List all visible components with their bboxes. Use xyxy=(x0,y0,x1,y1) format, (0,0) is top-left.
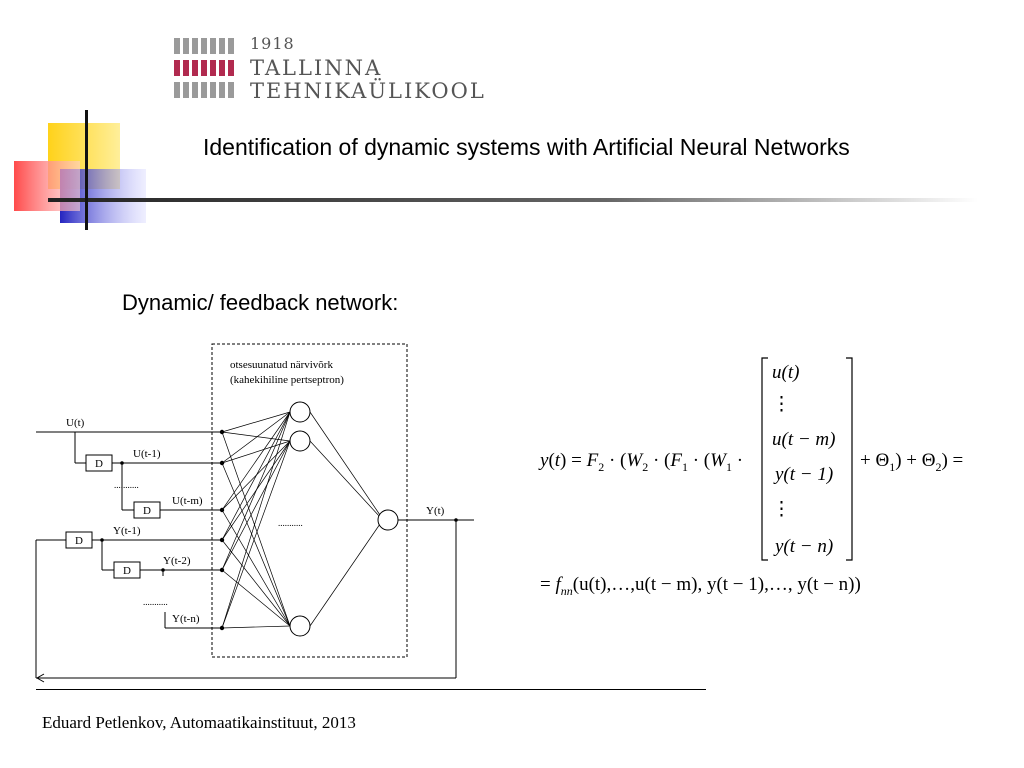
delay-block-um xyxy=(133,501,161,519)
vector-entry: u(t) xyxy=(772,362,799,383)
footer-credit: Eduard Petlenkov, Automaatikainstituut, … xyxy=(42,713,356,732)
delay-label: D xyxy=(123,565,131,577)
slide-title: Identification of dynamic systems with A… xyxy=(203,134,850,160)
red-square xyxy=(14,161,80,211)
output-neuron xyxy=(377,509,399,531)
neurons xyxy=(289,401,399,637)
signal-label-y-tn: Y(t-n) xyxy=(172,613,200,625)
vector-entry: u(t − m) xyxy=(772,429,835,450)
equation-line2: = fnn(u(t),…,u(t − m), y(t − 1),…, y(t −… xyxy=(540,574,861,598)
hidden-neuron xyxy=(289,430,311,452)
section-subtitle: Dynamic/ feedback network: xyxy=(122,290,399,315)
hidden-neuron xyxy=(289,401,311,423)
network-box-label-line1: otsesuunatud närvivõrk xyxy=(230,359,333,371)
signal-label-u-t1: U(t-1) xyxy=(133,448,161,460)
vector-bracket-left xyxy=(761,357,768,561)
delay-block-y2 xyxy=(113,561,141,579)
vector-entry: y(t − 1) xyxy=(773,464,833,485)
vector-entry: ⋮ xyxy=(772,394,791,415)
logo-year: 1918 xyxy=(250,34,295,53)
signal-label-u-t: U(t) xyxy=(66,417,85,429)
logo-bars-middle xyxy=(174,60,234,76)
equation-line1-rhs: + Θ1) + Θ2) = xyxy=(860,450,963,474)
ellipsis-dots: ........... xyxy=(114,480,139,490)
feedforward-network-box xyxy=(211,343,408,658)
vector-bracket-right xyxy=(846,357,853,561)
network-connections xyxy=(221,411,381,629)
equation: u(t) ⋮ u(t − m) y(t − 1) ⋮ y(t − n) y(t)… xyxy=(538,357,963,598)
header-divider-line xyxy=(48,198,978,202)
signal-label-y-t2: Y(t-2) xyxy=(163,555,191,567)
signal-label-y-t1: Y(t-1) xyxy=(113,525,141,537)
delay-label: D xyxy=(75,535,83,547)
signal-label-y-out: Y(t) xyxy=(426,505,445,517)
network-box-label-line2: (kahekihiline pertseptron) xyxy=(230,374,344,386)
network-diagram: D D D D otsesuunatud närvivõrk (kahekihi… xyxy=(35,343,474,683)
delay-block-u1 xyxy=(85,454,113,472)
delay-label: D xyxy=(95,458,103,470)
delay-label: D xyxy=(143,505,151,517)
vector-entry: ⋮ xyxy=(772,499,791,520)
signal-label-u-tm: U(t-m) xyxy=(172,495,203,507)
logo-bars-bottom xyxy=(174,82,234,98)
delay-blocks xyxy=(65,454,161,579)
equation-line1-lhs: y(t) = F2 · (W2 · (F1 · (W1 · xyxy=(538,450,743,474)
logo-name-line1: TALLINNA xyxy=(250,56,383,80)
university-logo xyxy=(174,38,234,98)
vector-entry: y(t − n) xyxy=(773,536,833,557)
logo-name-line2: TEHNIKAÜLIKOOL xyxy=(250,79,486,103)
vertical-accent-line xyxy=(85,110,88,230)
footer-divider xyxy=(36,689,706,690)
ellipsis-dots: ........... xyxy=(143,597,168,607)
logo-bars-top xyxy=(174,38,234,54)
decorative-squares xyxy=(14,110,978,230)
hidden-ellipsis: ........... xyxy=(278,518,303,528)
input-nodes xyxy=(100,429,458,631)
delay-block-y1 xyxy=(65,531,93,549)
hidden-neuron xyxy=(289,615,311,637)
